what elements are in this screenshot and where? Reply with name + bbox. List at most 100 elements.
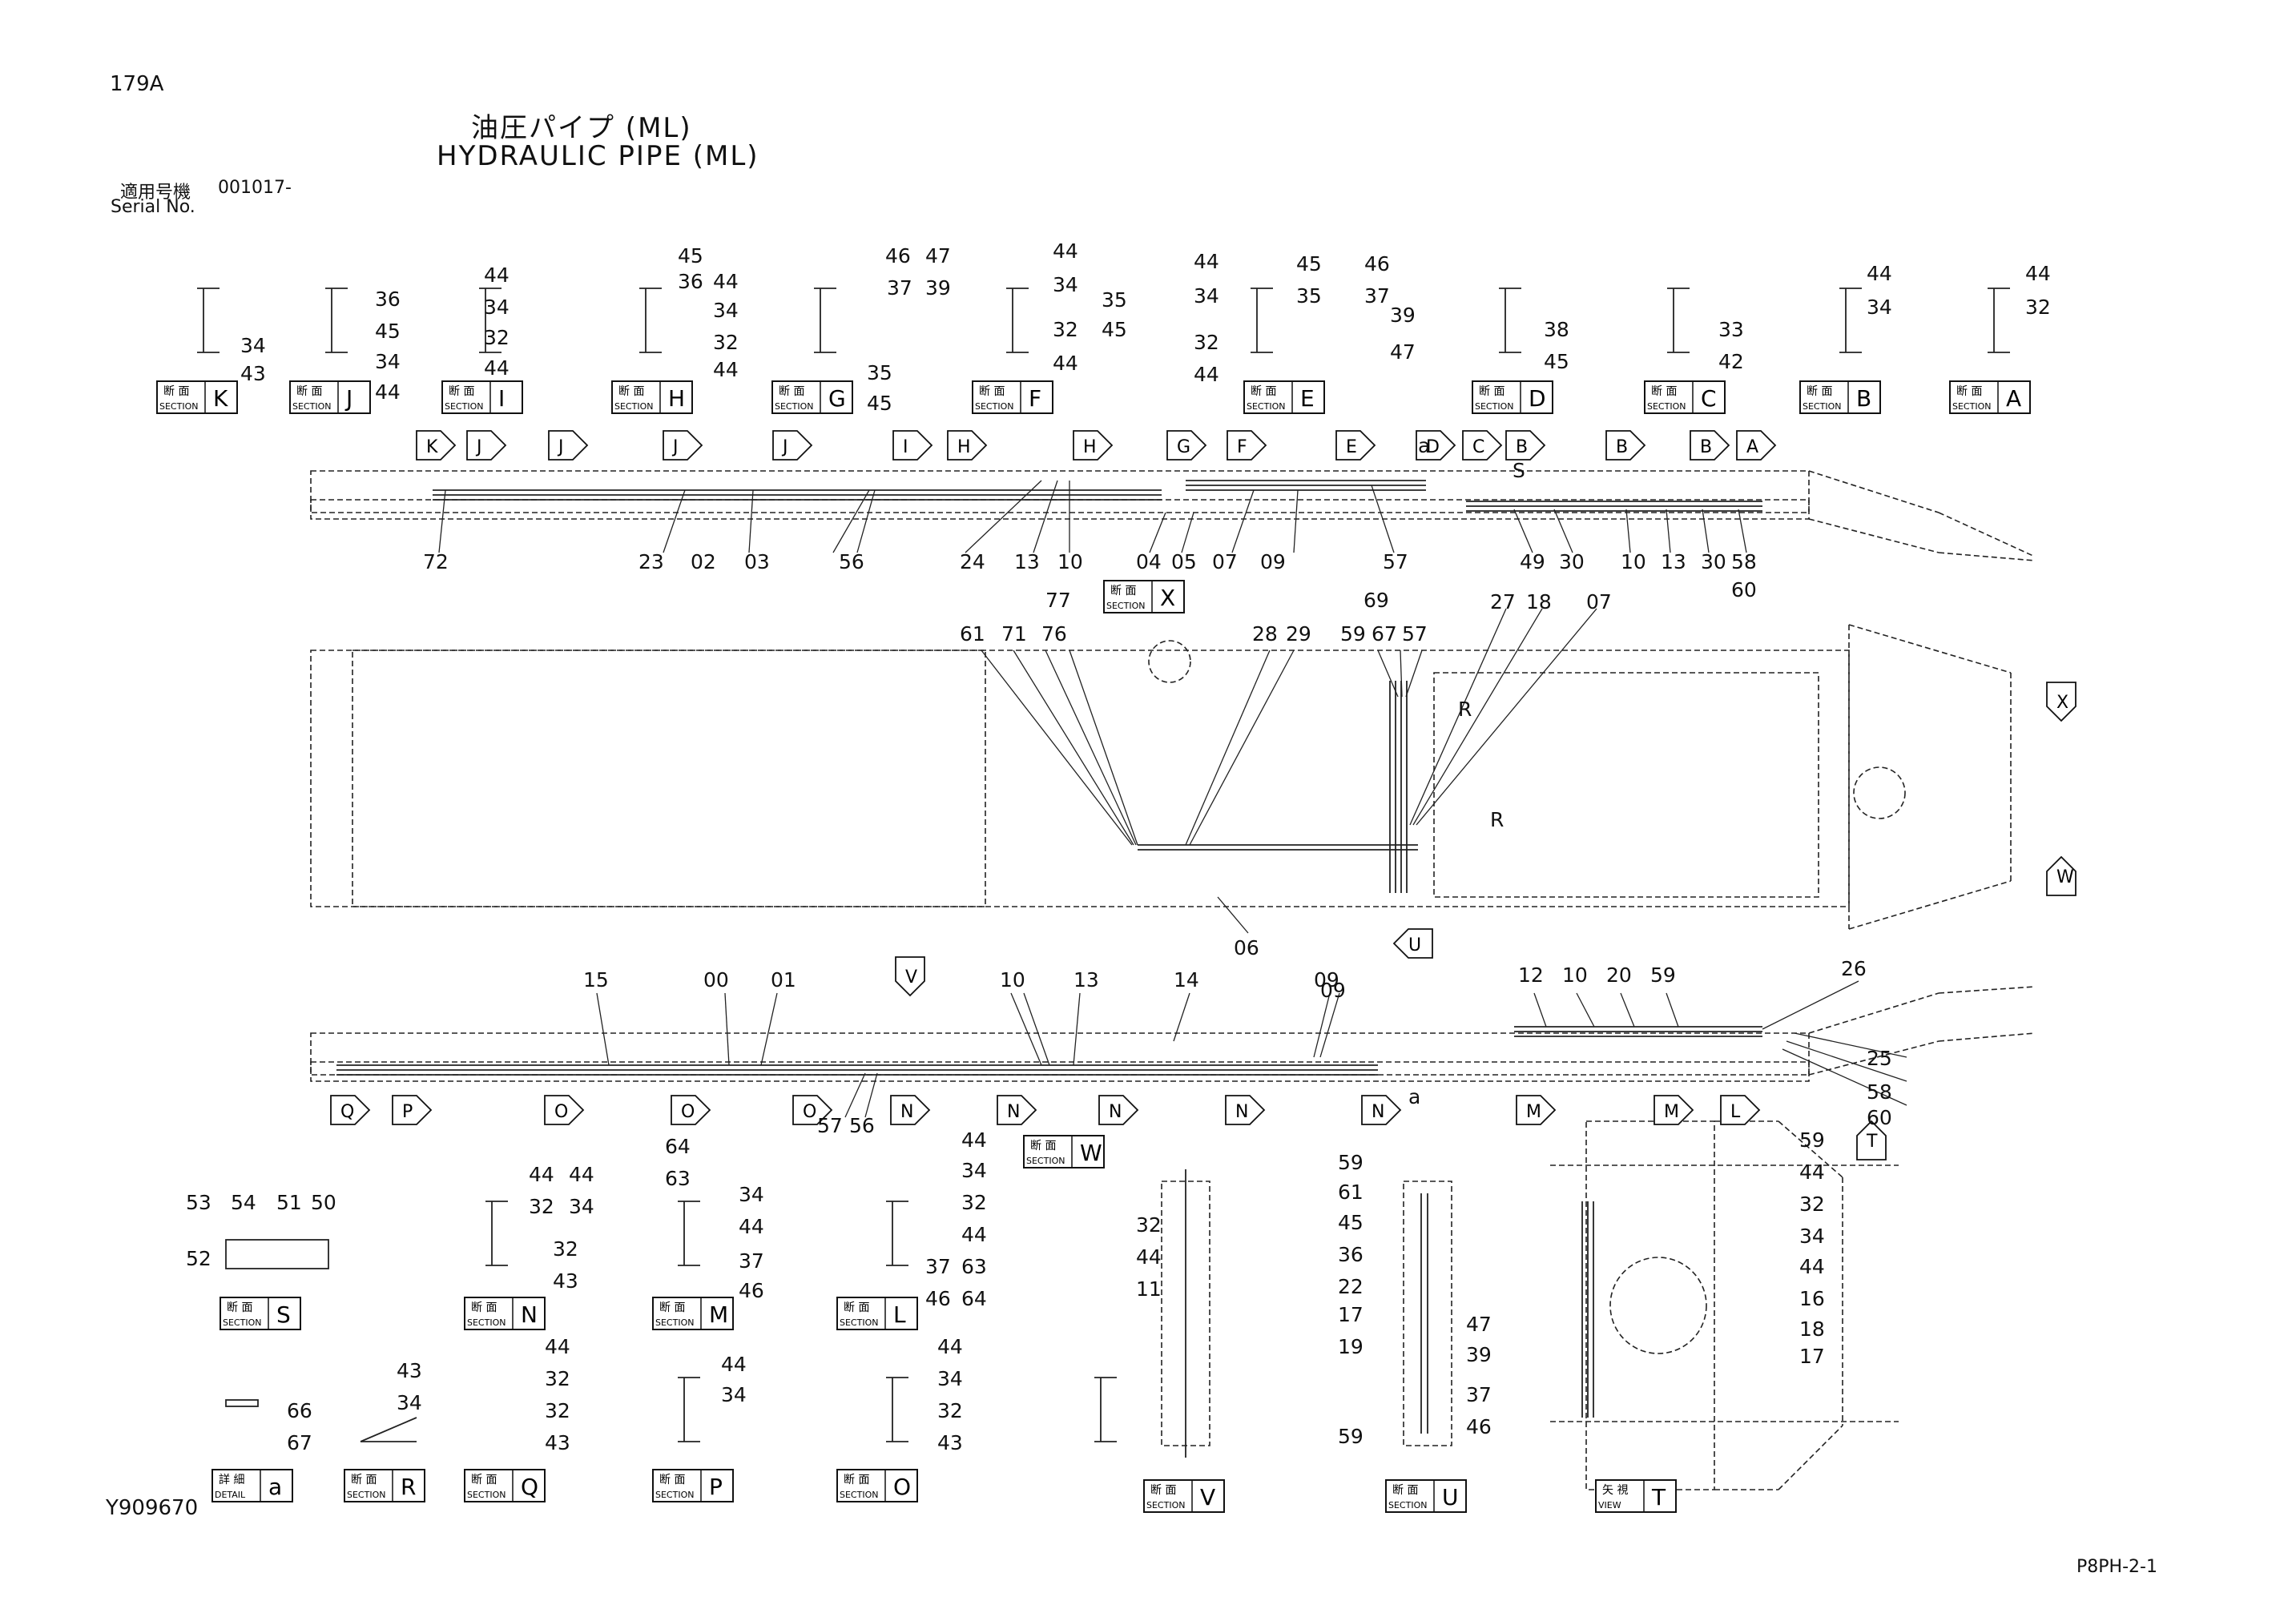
section-letter: W — [1080, 1140, 1102, 1166]
direction-arrow — [1416, 430, 1456, 461]
direction-arrow — [890, 1095, 931, 1125]
part-number-label: 10 — [1621, 550, 1646, 573]
arrow-P: P — [392, 1095, 433, 1125]
part-number-label: 57 — [1383, 550, 1408, 573]
bottom-view-tail — [1808, 992, 1940, 1034]
leader-line — [1782, 1048, 1907, 1106]
section-box-jp: 断 面 — [1956, 385, 1982, 398]
leader-line — [1217, 896, 1249, 934]
part-number-label: 32 — [484, 326, 510, 349]
arrow-letter: Q — [340, 1102, 354, 1122]
part-number-label: 64 — [961, 1287, 987, 1310]
plan-view-nose — [1848, 880, 2012, 930]
part-number-label: R — [1490, 808, 1504, 831]
part-number-label: 59 — [1340, 622, 1366, 646]
section-letter: V — [1200, 1484, 1215, 1510]
view-t-frame — [1585, 1120, 1715, 1490]
section-box-jp: 断 面 — [659, 1474, 685, 1486]
part-number-label: 37 — [739, 1249, 764, 1273]
part-number-label: 09 — [1314, 968, 1339, 992]
arrow-U: U — [1392, 928, 1433, 959]
part-number-label: 24 — [960, 550, 985, 573]
part-number-label: 72 — [423, 550, 449, 573]
section-letter: I — [498, 385, 505, 412]
section-box-en: SECTION — [1388, 1500, 1427, 1510]
leader-line — [864, 1072, 878, 1118]
section-box — [1023, 1135, 1105, 1168]
part-number-label: 44 — [2025, 262, 2051, 285]
arrow-F: F — [1227, 430, 1267, 461]
section-box — [441, 380, 523, 414]
top-view-tail — [1808, 518, 1940, 553]
arrow-J: J — [548, 430, 589, 461]
arrow-X: X — [2046, 682, 2076, 722]
section-box — [1472, 380, 1553, 414]
section-box-jp: 断 面 — [659, 1301, 685, 1314]
part-number-label: 34 — [713, 299, 739, 322]
section-letter: R — [401, 1474, 416, 1500]
part-number-label: 64 — [665, 1135, 691, 1158]
section-box-en: SECTION — [467, 1317, 506, 1328]
part-number-label: 37 — [887, 276, 912, 300]
section-box — [289, 380, 371, 414]
part-number-label: 37 — [1364, 284, 1390, 308]
section-box-jp: 矢 視 — [1602, 1484, 1628, 1497]
part-number-label: 77 — [1045, 589, 1071, 612]
section-box-en: SECTION — [292, 401, 331, 412]
leader-line — [1762, 980, 1859, 1030]
arrow-V: V — [895, 956, 925, 997]
section-box — [344, 1469, 425, 1502]
part-number-label: 01 — [771, 968, 796, 992]
bottom-view-frame — [310, 1032, 1810, 1076]
leader-line — [760, 992, 778, 1066]
part-number-label: 35 — [867, 361, 892, 384]
part-number-label: 67 — [287, 1431, 312, 1454]
part-number-label: 46 — [1466, 1415, 1492, 1438]
section-letter: K — [213, 385, 228, 412]
part-number-label: 25 — [1867, 1047, 1892, 1070]
leader-line — [1371, 485, 1395, 553]
section-box-en: SECTION — [975, 401, 1013, 412]
arrow-letter: M — [1664, 1102, 1679, 1122]
part-number-label: 66 — [287, 1399, 312, 1422]
part-number-label: 45 — [1102, 318, 1127, 341]
section-letter: C — [1701, 385, 1717, 412]
arrow-letter: N — [1007, 1102, 1020, 1122]
part-number-label: 32 — [713, 331, 739, 354]
part-number-label: 17 — [1799, 1345, 1825, 1368]
part-number-label: 45 — [678, 244, 703, 267]
arrow-letter: H — [957, 437, 971, 457]
leader-line — [1513, 509, 1533, 553]
section-box — [1595, 1479, 1677, 1513]
arrow-I: I — [892, 430, 933, 461]
section-box — [464, 1469, 546, 1502]
part-number-label: 19 — [1338, 1335, 1364, 1358]
detail-s-block — [225, 1239, 329, 1269]
part-number-label: 34 — [739, 1183, 764, 1206]
arrow-letter: N — [1109, 1102, 1122, 1122]
plan-view-tank — [1148, 640, 1191, 683]
direction-arrow — [663, 430, 703, 461]
part-number-label: 18 — [1799, 1317, 1825, 1341]
section-box — [464, 1297, 546, 1330]
part-number-label: 37 — [925, 1255, 951, 1278]
arrow-letter: B — [1700, 437, 1712, 457]
arrow-letter: D — [1426, 437, 1440, 457]
part-number-label: 44 — [713, 358, 739, 381]
leader-line — [438, 489, 446, 553]
leader-line — [1149, 512, 1166, 553]
bottom-view-tail — [1938, 1032, 2036, 1042]
direction-arrow — [466, 430, 507, 461]
arrow-letter: J — [671, 437, 679, 457]
arrow-D: D — [1416, 430, 1456, 461]
part-number-label: 46 — [885, 244, 911, 267]
arrow-K: K — [416, 430, 457, 461]
arrow-J: J — [466, 430, 507, 461]
direction-arrow — [1335, 430, 1376, 461]
leader-line — [1073, 992, 1081, 1066]
